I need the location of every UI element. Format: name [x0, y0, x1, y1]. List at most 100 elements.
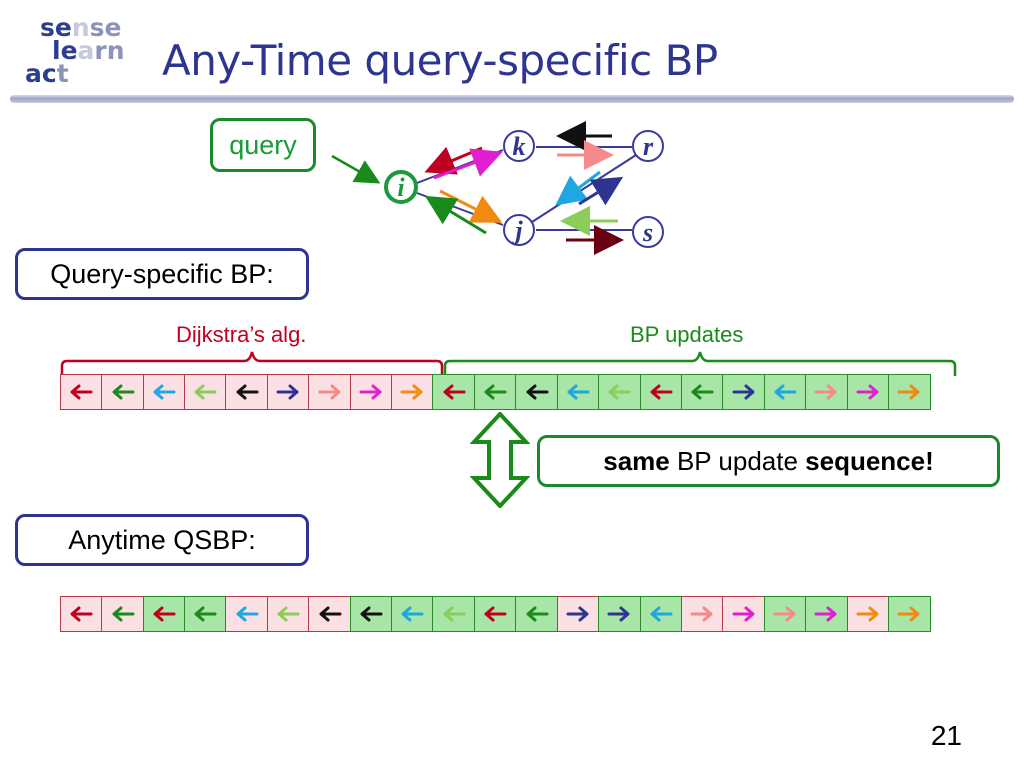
query-box: query	[210, 118, 316, 172]
arrow-right-icon	[773, 606, 796, 622]
sequence-cell	[101, 374, 144, 410]
query-to-i-arrow	[331, 154, 381, 184]
graph-diagram: i k j r s	[331, 121, 664, 255]
query-specific-bp-sequence	[59, 374, 931, 410]
node-k-label: k	[513, 132, 526, 161]
arrow-left-icon	[650, 606, 673, 622]
sequence-cell	[266, 596, 310, 632]
sequence-cell	[432, 596, 476, 632]
arrow-right-icon	[359, 384, 382, 400]
arrow-left-icon	[70, 606, 93, 622]
sequence-cell	[805, 374, 848, 410]
arrow-left-icon	[567, 384, 590, 400]
arrow-left-icon	[526, 384, 549, 400]
same-sequence-callout: same BP update sequence!	[537, 435, 1000, 487]
sequence-cell	[184, 596, 227, 632]
dijkstra-label: Dijkstra’s alg.	[176, 322, 307, 347]
sequence-cell	[846, 374, 890, 410]
arrow-left-icon	[194, 384, 217, 400]
sequence-cell	[887, 374, 931, 410]
arrow-left-icon	[774, 384, 797, 400]
arrow-left-icon	[194, 606, 217, 622]
arrow-left-icon	[70, 384, 93, 400]
anytime-qsbp-label: Anytime QSBP:	[68, 524, 256, 555]
arrow-right-icon	[732, 384, 755, 400]
equivalence-double-arrow	[470, 412, 530, 508]
arrow-right-icon	[897, 384, 920, 400]
arrow-left-icon	[484, 384, 507, 400]
arrow-left-icon	[277, 606, 300, 622]
sequence-cell	[349, 374, 393, 410]
dijkstra-brace	[60, 351, 444, 376]
arrow-right-icon	[814, 384, 837, 400]
arrow-left-icon	[112, 606, 135, 622]
arrow-left-icon	[484, 606, 507, 622]
arrow-left-icon	[236, 606, 259, 622]
sense-learn-act-logo: sense learn act	[22, 12, 132, 92]
sequence-cell	[556, 596, 600, 632]
sequence-cell	[680, 596, 724, 632]
arrow-left-icon	[650, 384, 673, 400]
arrow-right-icon	[276, 384, 299, 400]
node-i: i	[384, 170, 418, 204]
sequence-cell	[473, 596, 517, 632]
arrow-right-icon	[318, 384, 341, 400]
sequence-cell	[142, 374, 186, 410]
arrow-right-icon	[856, 384, 879, 400]
node-j: j	[503, 214, 535, 246]
sequence-cell	[266, 374, 310, 410]
msg-i-to-j-orange	[439, 189, 503, 223]
sequence-cell	[349, 596, 393, 632]
sequence-cell	[59, 596, 103, 632]
node-k: k	[503, 130, 535, 162]
arrow-right-icon	[400, 384, 423, 400]
page-number: 21	[930, 720, 962, 751]
logo-line-3: act	[25, 59, 69, 88]
arrow-left-icon	[608, 384, 631, 400]
arrow-left-icon	[443, 384, 466, 400]
sequence-cell	[598, 374, 641, 410]
title-rule	[10, 95, 1014, 103]
arrow-right-icon	[856, 606, 879, 622]
arrow-left-icon	[360, 606, 383, 622]
same-bold: same	[603, 445, 670, 476]
arrow-right-icon	[814, 606, 837, 622]
bp-updates-label: BP updates	[630, 322, 744, 347]
sequence-cell	[639, 374, 683, 410]
sequence-cell	[763, 596, 807, 632]
same-sequence-middle: BP update	[669, 445, 806, 476]
arrow-right-icon	[897, 606, 920, 622]
sequence-cell	[59, 374, 103, 410]
logo-line-1: sense	[40, 13, 122, 42]
arrow-left-icon	[691, 384, 714, 400]
node-r-label: r	[643, 132, 654, 161]
arrow-right-icon	[690, 606, 713, 622]
sequence-cell	[763, 374, 807, 410]
section1-braces	[60, 351, 957, 376]
sequence-cell	[515, 374, 558, 410]
sequence-cell	[184, 374, 227, 410]
sequence-cell	[598, 596, 641, 632]
sequence-bold: sequence!	[805, 445, 934, 476]
sequence-cell	[846, 596, 890, 632]
arrow-left-icon	[236, 384, 259, 400]
sequence-cell	[391, 596, 434, 632]
sequence-cell	[308, 596, 351, 632]
sequence-cell	[722, 596, 765, 632]
anytime-qsbp-label-box: Anytime QSBP:	[15, 514, 309, 566]
arrow-left-icon	[153, 606, 176, 622]
logo-line-2: learn	[52, 36, 125, 65]
arrow-left-icon	[526, 606, 549, 622]
msg-i-to-k-magenta	[433, 148, 503, 180]
same-sequence-text: same BP update sequence!	[603, 446, 934, 477]
node-s: s	[632, 216, 664, 248]
sequence-cell	[722, 374, 765, 410]
sequence-cell	[391, 374, 434, 410]
sequence-cell	[432, 374, 476, 410]
sequence-cell	[680, 374, 724, 410]
slide-title: Any-Time query-specific BP	[162, 36, 718, 85]
sequence-cell	[639, 596, 683, 632]
sequence-cell	[308, 374, 351, 410]
arrow-left-icon	[153, 384, 176, 400]
query-label: query	[229, 129, 297, 160]
